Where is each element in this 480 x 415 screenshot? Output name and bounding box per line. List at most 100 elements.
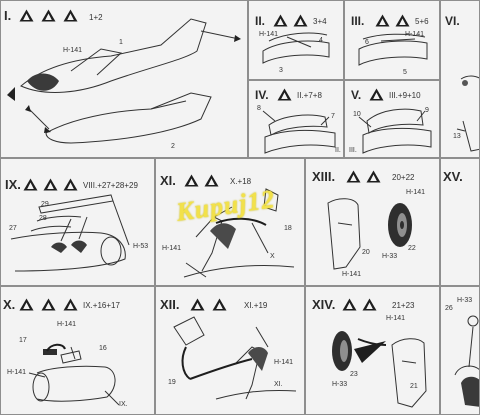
step-1-number: I.: [4, 8, 12, 23]
triangle-warning-icon: [375, 14, 390, 27]
part-label: H-33: [332, 381, 348, 388]
triangle-warning-icon: [277, 88, 292, 101]
part-label: H-33: [382, 253, 398, 260]
part-label: 10: [353, 111, 361, 118]
triangle-warning-icon: [63, 178, 78, 191]
part-label: IX.: [119, 401, 128, 408]
step-5-number: V.: [351, 88, 362, 102]
triangle-warning-icon: [43, 178, 58, 191]
step-11-parts: X.+18: [230, 177, 252, 186]
step-11-panel: XI. X.+18 18 H-141 X: [155, 158, 305, 286]
part-label: 1: [119, 39, 123, 46]
step-12-parts: XI.+19: [244, 301, 268, 310]
step-1-panel: I. 1+2 1 H-141 2: [0, 0, 248, 158]
part-label: 21: [410, 383, 418, 390]
part-label: 9: [425, 107, 429, 114]
part-label: 7: [331, 113, 335, 120]
part-label: H-141: [162, 245, 182, 252]
step-10-parts: IX.+16+17: [83, 301, 120, 310]
step-4-panel: IV. II.+7+8 8 7 II.: [248, 80, 344, 158]
part-label: 2: [171, 143, 175, 150]
step-10-number: X.: [3, 297, 16, 312]
triangle-warning-icon: [212, 298, 227, 311]
step-1-drawing: [7, 18, 241, 144]
part-label: 4: [319, 37, 323, 44]
part-label: H-141: [405, 31, 425, 38]
triangle-warning-icon: [395, 14, 410, 27]
step-3-number: III.: [351, 14, 365, 28]
step-6-number: VI.: [445, 14, 460, 28]
step-1-parts: 1+2: [89, 13, 103, 22]
step-14-panel: XIV. 21+23 H-141 23 H-33 21: [305, 286, 440, 415]
step-2-panel: II. 3+4 H-141 4 3: [248, 0, 344, 80]
step-9-number: IX.: [5, 177, 21, 192]
part-label: III.: [349, 147, 357, 154]
step-2-drawing: [262, 32, 330, 64]
step-6-panel: VI. 13: [440, 0, 480, 158]
part-label: 28: [39, 215, 47, 222]
step-16-drawing: [454, 315, 479, 407]
part-label: 13: [453, 133, 461, 140]
step-9-drawing: [10, 194, 130, 272]
part-label: H-141: [386, 315, 406, 322]
part-label: H-141: [63, 47, 83, 54]
step-16-panel: H-33 26: [440, 286, 480, 415]
triangle-warning-icon: [184, 174, 199, 187]
part-label: 8: [257, 105, 261, 112]
step-3-panel: III. 5+6 6 H-141 5: [344, 0, 440, 80]
triangle-warning-icon: [63, 9, 78, 22]
step-11-number: XI.: [160, 173, 176, 188]
triangle-warning-icon: [369, 88, 384, 101]
triangle-warning-icon: [342, 298, 357, 311]
step-3-drawing: [358, 33, 428, 66]
part-label: 5: [403, 69, 407, 76]
triangle-warning-icon: [346, 170, 361, 183]
step-12-panel: XII. XI.+19 H-141 19 XI.: [155, 286, 305, 415]
part-label: 19: [168, 379, 176, 386]
part-label: H-141: [57, 321, 77, 328]
step-14-number: XIV.: [312, 297, 336, 312]
step-3-parts: 5+6: [415, 17, 429, 26]
part-label: 23: [350, 371, 358, 378]
step-11-drawing: [183, 188, 295, 278]
part-label: 20: [362, 249, 370, 256]
part-label: 16: [99, 345, 107, 352]
step-13-drawing: [327, 198, 412, 270]
step-15-panel: XV.: [440, 158, 480, 286]
step-9-panel: IX. VIII.+27+28+29 29 28 27 H-53: [0, 158, 155, 286]
part-label: 22: [408, 245, 416, 252]
step-2-parts: 3+4: [313, 17, 327, 26]
part-label: H-141: [259, 31, 279, 38]
part-label: 29: [41, 201, 49, 208]
triangle-warning-icon: [19, 298, 34, 311]
part-label: H-141: [406, 189, 426, 196]
part-label: X: [270, 253, 275, 260]
step-4-parts: II.+7+8: [297, 91, 322, 100]
step-12-drawing: [173, 316, 297, 400]
step-6-drawing: [456, 75, 479, 152]
triangle-warning-icon: [293, 14, 308, 27]
triangle-warning-icon: [362, 298, 377, 311]
triangle-warning-icon: [19, 9, 34, 22]
part-label: XI.: [274, 381, 283, 388]
step-12-number: XII.: [160, 297, 180, 312]
step-15-number: XV.: [443, 169, 463, 184]
part-label: 6: [365, 39, 369, 46]
step-13-number: XIII.: [312, 169, 336, 184]
triangle-warning-icon: [41, 298, 56, 311]
step-14-drawing: [332, 331, 427, 408]
step-5-drawing: [358, 108, 432, 154]
part-label: II.: [335, 147, 341, 154]
part-label: H-141: [7, 369, 27, 376]
step-5-panel: V. III.+9+10 10 9 III.: [344, 80, 440, 158]
triangle-warning-icon: [190, 298, 205, 311]
part-label: H-53: [133, 243, 149, 250]
step-10-panel: X. IX.+16+17 H-141 17 16 H-141 IX.: [0, 286, 155, 415]
triangle-warning-icon: [204, 174, 219, 187]
part-label: 3: [279, 67, 283, 74]
step-5-parts: III.+9+10: [389, 91, 421, 100]
triangle-warning-icon: [63, 298, 78, 311]
triangle-warning-icon: [41, 9, 56, 22]
part-label: H-141: [342, 271, 362, 278]
part-label: 26: [445, 305, 453, 312]
